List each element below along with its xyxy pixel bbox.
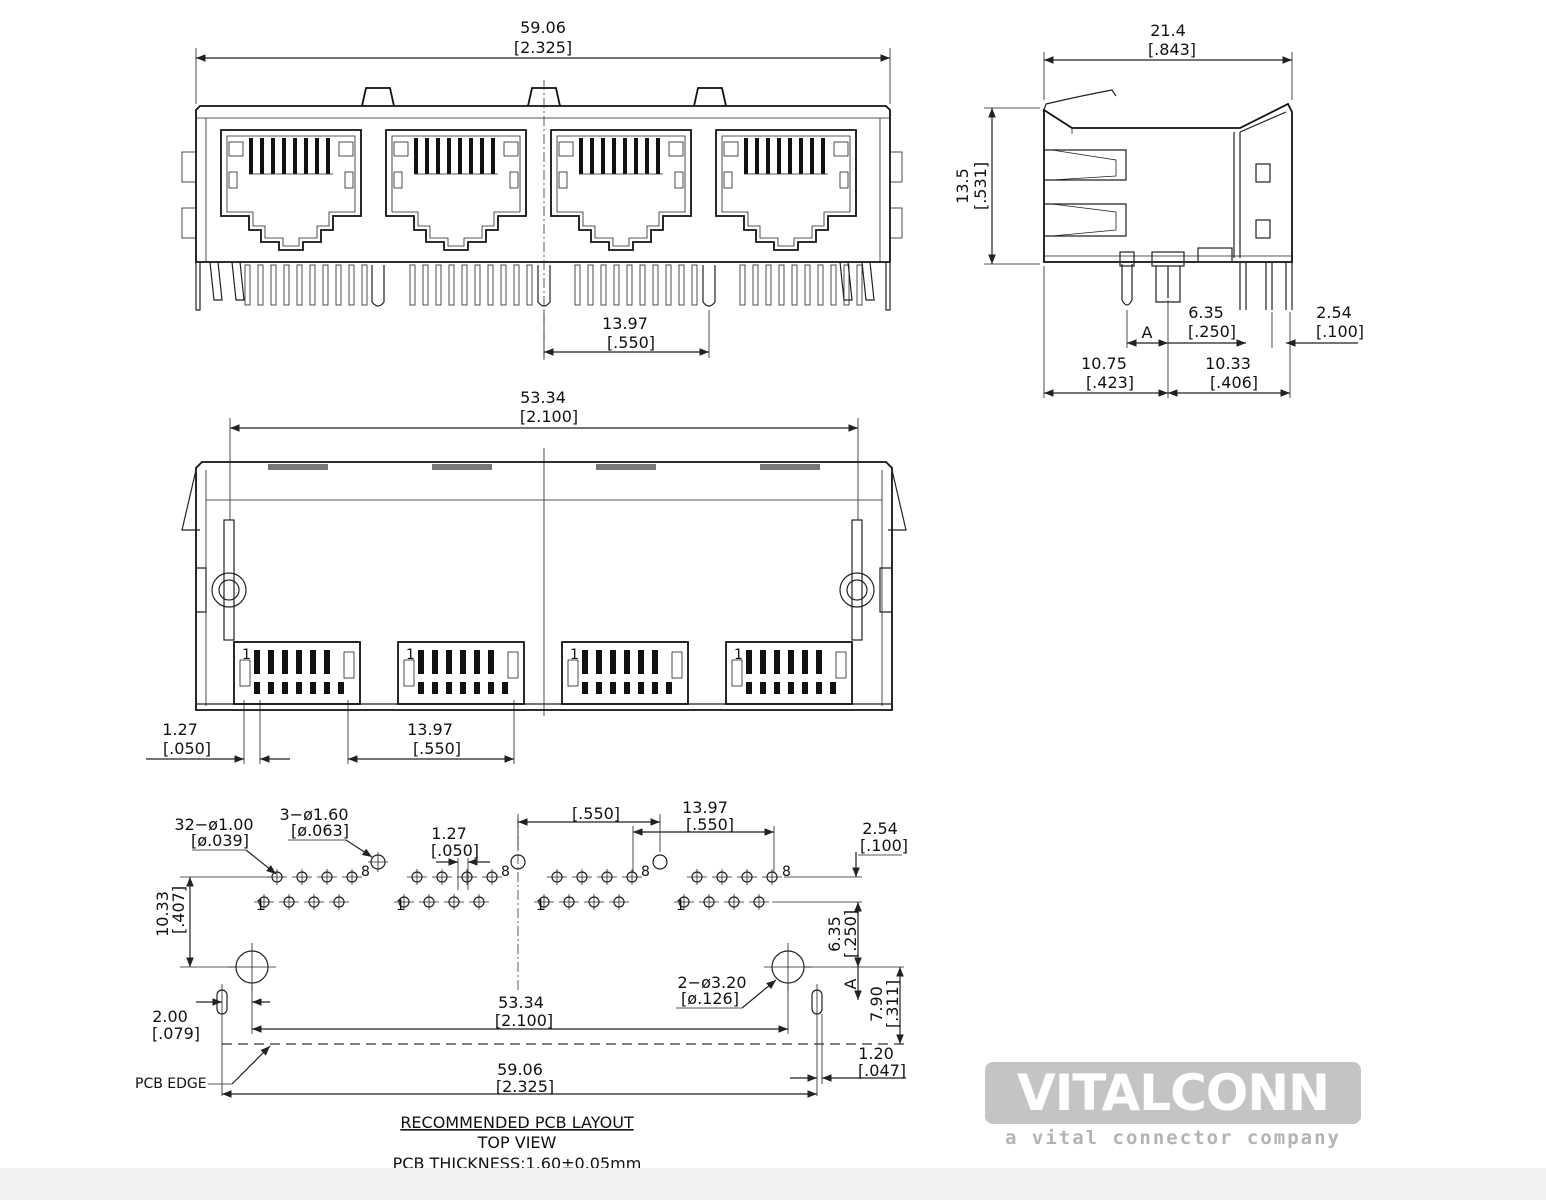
bottom-port-pitch-in: [.550] (413, 739, 461, 758)
pcb-pin1-d: 1 (676, 898, 685, 914)
pcb-pin8-b: 8 (501, 864, 510, 880)
pcb-pin1-c: 1 (536, 898, 545, 914)
pcb-row-offset-in: [.407] (169, 886, 188, 934)
bottom-width-mm: 53.34 (520, 388, 566, 407)
pcb-hole-span-mm: 53.34 (498, 993, 544, 1012)
side-height-mm: 13.5 (953, 168, 972, 204)
logo-tagline: a vital connector company (1005, 1127, 1341, 1149)
side-view: 21.4 [.843] 13.5 [.531] A 6.35 [.250] 2.… (953, 21, 1364, 398)
side-depth-mm: 21.4 (1150, 21, 1186, 40)
side-rear-mm: 10.33 (1205, 354, 1251, 373)
pcb-subtitle: TOP VIEW (477, 1133, 557, 1152)
side-pin-a-mm: 6.35 (1188, 303, 1224, 322)
pcb-title: RECOMMENDED PCB LAYOUT (400, 1113, 634, 1132)
pcb-holes-mid: 3−ø1.60 (280, 805, 349, 824)
pcb-pin8-d: 8 (782, 864, 791, 880)
pcb-pin-pitch-in: [.050] (431, 841, 479, 860)
side-pin-a-in: [.250] (1188, 322, 1236, 341)
bottom-pin1-b: 1 (406, 647, 415, 663)
pcb-right-offset-mm: 1.20 (858, 1044, 894, 1063)
bottom-pin1-c: 1 (570, 647, 579, 663)
pcb-pin8-c: 8 (641, 864, 650, 880)
pcb-edge-offset-mm: 7.90 (867, 986, 886, 1022)
bottom-pin1-a: 1 (242, 647, 251, 663)
bottom-pin-pitch-mm: 1.27 (162, 720, 198, 739)
pcb-port-pitch-in: [.550] (686, 815, 734, 834)
bottom-pin-pitch-in: [.050] (163, 739, 211, 758)
pcb-hole-offset-in: [.250] (841, 910, 860, 958)
front-pitch-mm: 13.97 (602, 314, 648, 333)
pcb-datum-a: A (841, 978, 860, 989)
pcb-holes-small: 32−ø1.00 (174, 815, 253, 834)
front-pitch-in: [.550] (607, 333, 655, 352)
bottom-port-pitch-mm: 13.97 (407, 720, 453, 739)
bottom-view: 1 1 1 1 53.34 [2.100] 1.27 [.050] 13.97 … (146, 388, 907, 764)
pcb-left-offset-in: [.079] (152, 1024, 200, 1043)
side-datum-a: A (1142, 323, 1153, 342)
pcb-holes-large-in: [ø.126] (681, 989, 739, 1008)
footer-strip (0, 1168, 1546, 1200)
side-front-in: [.423] (1086, 373, 1134, 392)
vitalconn-logo: VITALCONN (985, 1062, 1361, 1124)
pcb-pin1-b: 1 (396, 898, 405, 914)
pcb-edge-offset-in: [.311] (883, 980, 902, 1028)
pcb-port-pitch-top-in: [.550] (572, 804, 620, 823)
pcb-overall-in: [2.325] (496, 1077, 554, 1096)
side-front-mm: 10.75 (1081, 354, 1127, 373)
pcb-pin-pitch-mm: 1.27 (431, 824, 467, 843)
pcb-right-offset-in: [.047] (858, 1061, 906, 1080)
pcb-row-offset-mm: 10.33 (153, 891, 172, 937)
pcb-layout: 8 8 8 8 1 1 1 1 32−ø1.00 [ø.039] 3− (135, 798, 908, 1173)
bottom-pin1-d: 1 (734, 647, 743, 663)
pcb-pin8-a: 8 (361, 864, 370, 880)
side-rear-in: [.406] (1210, 373, 1258, 392)
pcb-left-offset-mm: 2.00 (152, 1007, 188, 1026)
pcb-holes-large: 2−ø3.20 (678, 973, 747, 992)
side-pin-b-mm: 2.54 (1316, 303, 1352, 322)
pcb-pin-row-in: [.100] (860, 836, 908, 855)
pcb-holes-small-in: [ø.039] (191, 831, 249, 850)
pcb-port-pitch-mm: 13.97 (682, 798, 728, 817)
front-overall-mm: 59.06 (520, 18, 566, 37)
side-pin-b-in: [.100] (1316, 322, 1364, 341)
pcb-hole-offset-mm: 6.35 (825, 916, 844, 952)
bottom-width-in: [2.100] (520, 407, 578, 426)
pcb-hole-span-in: [2.100] (495, 1011, 553, 1030)
front-overall-in: [2.325] (514, 38, 572, 57)
side-height-in: [.531] (971, 162, 990, 210)
pcb-edge-label: PCB EDGE (135, 1076, 207, 1092)
pcb-pin1-a: 1 (256, 898, 265, 914)
pcb-overall-mm: 59.06 (497, 1060, 543, 1079)
logo-name: VITALCONN (1017, 1064, 1330, 1122)
pcb-pin-row-mm: 2.54 (862, 819, 898, 838)
side-depth-in: [.843] (1148, 40, 1196, 59)
front-view: 59.06 [2.325] 13.97 [.550] (181, 18, 903, 360)
pcb-holes-mid-in: [ø.063] (291, 821, 349, 840)
